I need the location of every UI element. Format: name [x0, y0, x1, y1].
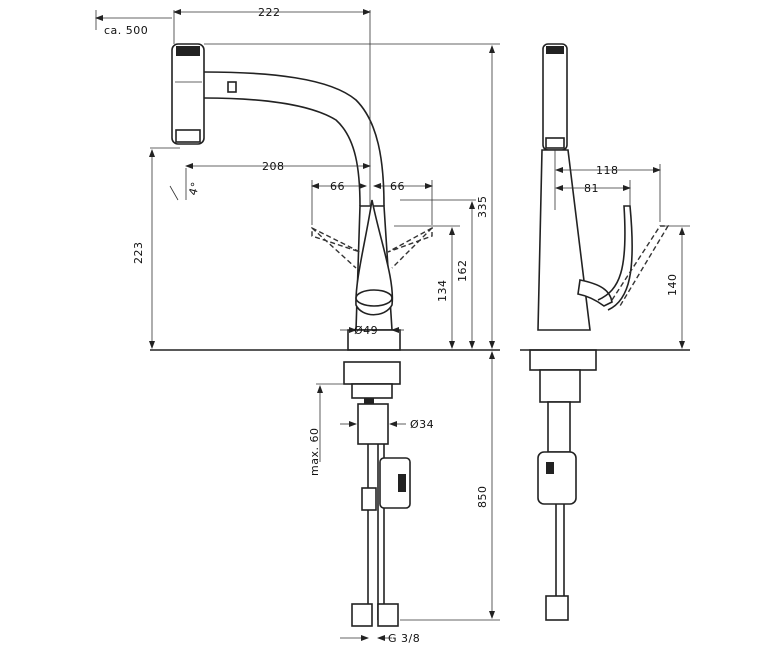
spout-arc	[203, 71, 385, 207]
side-view	[520, 43, 690, 621]
dim-side-reach-b: 81	[584, 182, 599, 195]
dim-hose-length: ca. 500	[104, 24, 148, 37]
dim-shank-diameter: Ø34	[410, 418, 434, 431]
dim-reach: 222	[258, 6, 281, 19]
dim-swing-left: 66	[330, 180, 345, 193]
dim-side-lever-height: 140	[666, 274, 679, 297]
dim-total-height: 335	[476, 196, 489, 219]
dim-base-diameter: Ø49	[354, 324, 378, 337]
side-lever	[577, 279, 613, 307]
dim-side-reach-a: 118	[596, 164, 619, 177]
lever-handle	[355, 199, 394, 316]
dim-hose-drop: 850	[476, 486, 489, 509]
hose-weight	[379, 457, 411, 509]
dim-spout-height: 223	[132, 242, 145, 265]
dim-swing-right: 66	[390, 180, 405, 193]
dim-lever-height-a: 134	[436, 280, 449, 303]
spray-head	[171, 43, 205, 145]
dim-max-deck: max. 60	[308, 428, 321, 476]
side-hose-weight	[537, 451, 577, 505]
side-lever-swing	[611, 225, 670, 307]
dim-lever-height-b: 162	[456, 260, 469, 283]
front-view	[95, 10, 500, 627]
lever-swing-left	[311, 226, 361, 269]
dim-connection-thread: G 3/8	[388, 632, 420, 645]
side-spray-head	[542, 43, 568, 151]
side-body	[537, 149, 591, 331]
lever-swing-right	[387, 226, 433, 269]
dim-spout-reach: 208	[262, 160, 285, 173]
dim-spray-angle: 4°	[186, 180, 202, 196]
